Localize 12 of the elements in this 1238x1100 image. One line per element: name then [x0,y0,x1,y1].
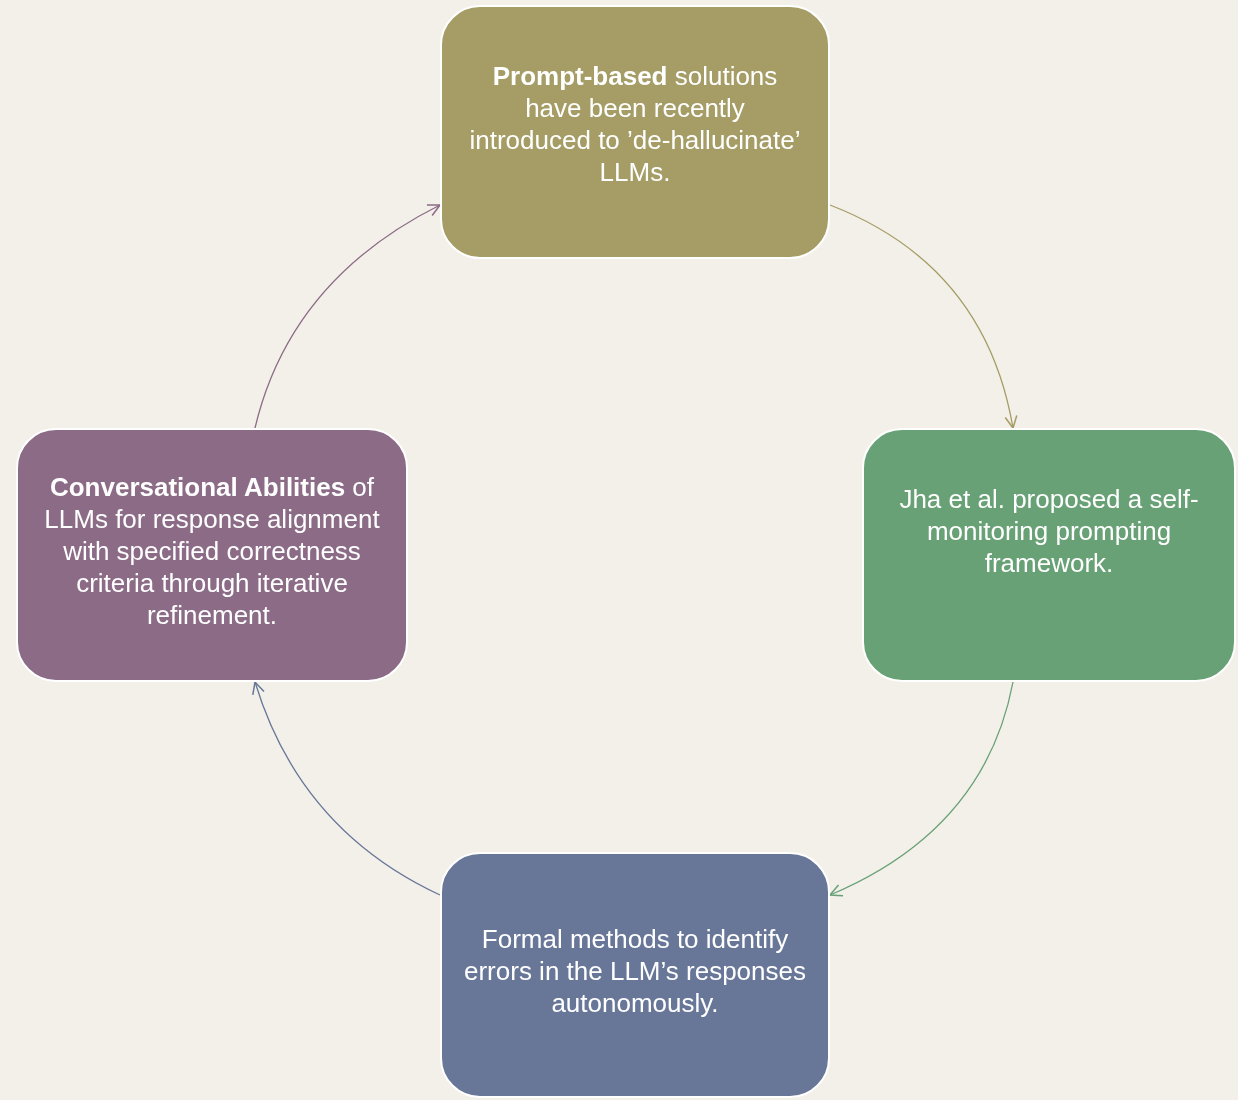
rounded-box [862,428,1236,682]
curved-arrow [254,204,441,429]
curved-arrow [252,681,441,896]
rounded-box [440,5,830,259]
box-text: Prompt-based solutions have been recently introduced to ’de-hallucinate’ LLMs. [468,60,802,188]
box-text: Formal methods to identify errors in the LLM’s responses autonomously. [463,923,807,1019]
curved-arrow [829,204,1018,429]
rounded-box [440,852,830,1098]
rounded-box [16,428,408,682]
curved-arrow [829,681,1014,897]
box-text: Jha et al. proposed a self-monitoring prompting framework. [898,483,1200,579]
box-text: Conversational Abilities of LLMs for response alignment with specified correctness criteria through iterative refinement. [43,471,381,631]
